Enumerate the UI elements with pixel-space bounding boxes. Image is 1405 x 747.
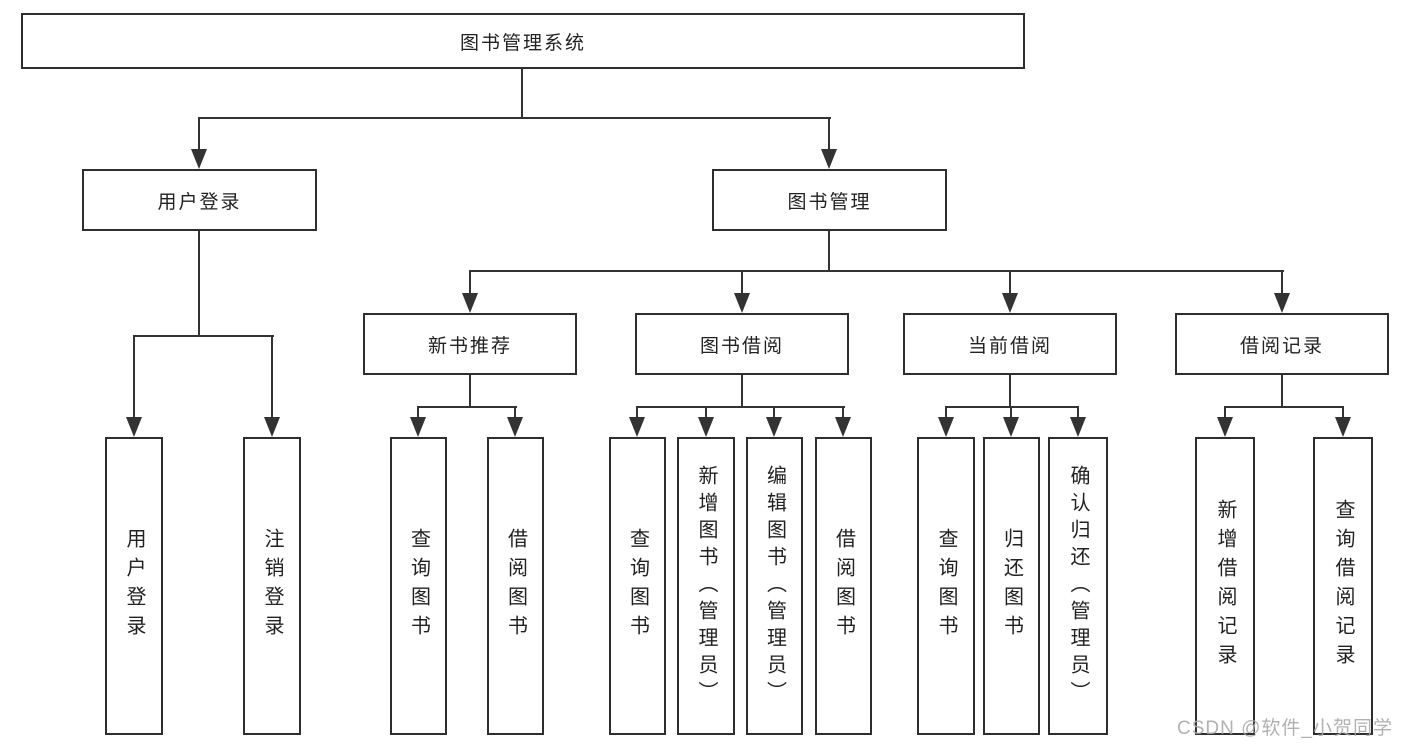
arrowhead	[1274, 293, 1290, 313]
connector-rail	[945, 406, 1079, 408]
node-cb-return-books: 归还图书	[983, 437, 1040, 735]
node-current-borrowing: 当前借阅	[903, 313, 1117, 375]
connector-stem	[842, 406, 844, 420]
arrowhead	[629, 417, 645, 437]
connector-stem	[828, 117, 830, 151]
node-bb-edit-books-admin: 编辑图书（管理员）	[746, 437, 803, 735]
connector-stem	[469, 375, 471, 408]
arrowhead	[191, 149, 207, 169]
arrowhead	[938, 417, 954, 437]
connector-stem	[1281, 270, 1283, 295]
connector-stem	[469, 270, 471, 295]
connector-stem	[417, 406, 419, 420]
connector-stem	[705, 406, 707, 420]
arrowhead	[1070, 417, 1086, 437]
connector-stem	[945, 406, 947, 420]
arrowhead	[1003, 417, 1019, 437]
connector-rail	[1224, 406, 1344, 408]
arrowhead	[126, 417, 142, 437]
node-login: 用户登录	[105, 437, 163, 735]
connector-stem	[1010, 406, 1012, 420]
connector-level2-rail	[198, 117, 831, 119]
node-bb-borrow-books: 借阅图书	[815, 437, 872, 735]
arrowhead	[1217, 417, 1233, 437]
connector-root-stem	[521, 68, 523, 119]
connector-stem	[1342, 406, 1344, 420]
node-br-add-record: 新增借阅记录	[1195, 437, 1255, 735]
arrowhead	[1335, 417, 1351, 437]
node-cb-confirm-return-admin: 确认归还（管理员）	[1048, 437, 1108, 735]
node-nb-borrow-books: 借阅图书	[487, 437, 544, 735]
connector-stem	[828, 231, 830, 272]
node-book-borrowing: 图书借阅	[635, 313, 849, 375]
arrowhead	[507, 417, 523, 437]
node-cb-query-books: 查询图书	[917, 437, 975, 735]
node-user-login: 用户登录	[82, 169, 317, 231]
node-logout: 注销登录	[243, 437, 301, 735]
connector-stem	[514, 406, 516, 420]
node-borrowing-records: 借阅记录	[1175, 313, 1389, 375]
connector-stem	[741, 270, 743, 295]
connector-rail	[636, 406, 845, 408]
arrowhead	[835, 417, 851, 437]
node-bb-add-books-admin: 新增图书（管理员）	[677, 437, 735, 735]
arrowhead	[698, 417, 714, 437]
connector-stem	[133, 335, 135, 419]
connector-stem	[198, 117, 200, 151]
arrowhead	[766, 417, 782, 437]
node-new-book-recommendation: 新书推荐	[363, 313, 577, 375]
connector-level3-rail	[469, 270, 1284, 272]
node-root: 图书管理系统	[21, 13, 1025, 69]
connector-stem	[1009, 375, 1011, 408]
arrowhead	[734, 293, 750, 313]
arrowhead	[1002, 293, 1018, 313]
connector-stem	[741, 375, 743, 408]
connector-stem	[1281, 375, 1283, 408]
node-br-query-record: 查询借阅记录	[1313, 437, 1373, 735]
connector-stem	[198, 231, 200, 337]
arrowhead	[821, 149, 837, 169]
connector-stem	[1224, 406, 1226, 420]
node-book-management: 图书管理	[712, 169, 947, 231]
connector-stem	[1009, 270, 1011, 295]
connector-rail	[417, 406, 517, 408]
connector-stem	[773, 406, 775, 420]
connector-rail	[133, 335, 274, 337]
node-bb-query-books: 查询图书	[609, 437, 666, 735]
csdn-watermark: CSDN @软件_小贺同学	[1177, 718, 1393, 739]
arrowhead	[264, 417, 280, 437]
connector-stem	[636, 406, 638, 420]
arrowhead	[462, 293, 478, 313]
connector-stem	[1077, 406, 1079, 420]
node-nb-query-books: 查询图书	[390, 437, 447, 735]
connector-stem	[271, 335, 273, 419]
arrowhead	[410, 417, 426, 437]
